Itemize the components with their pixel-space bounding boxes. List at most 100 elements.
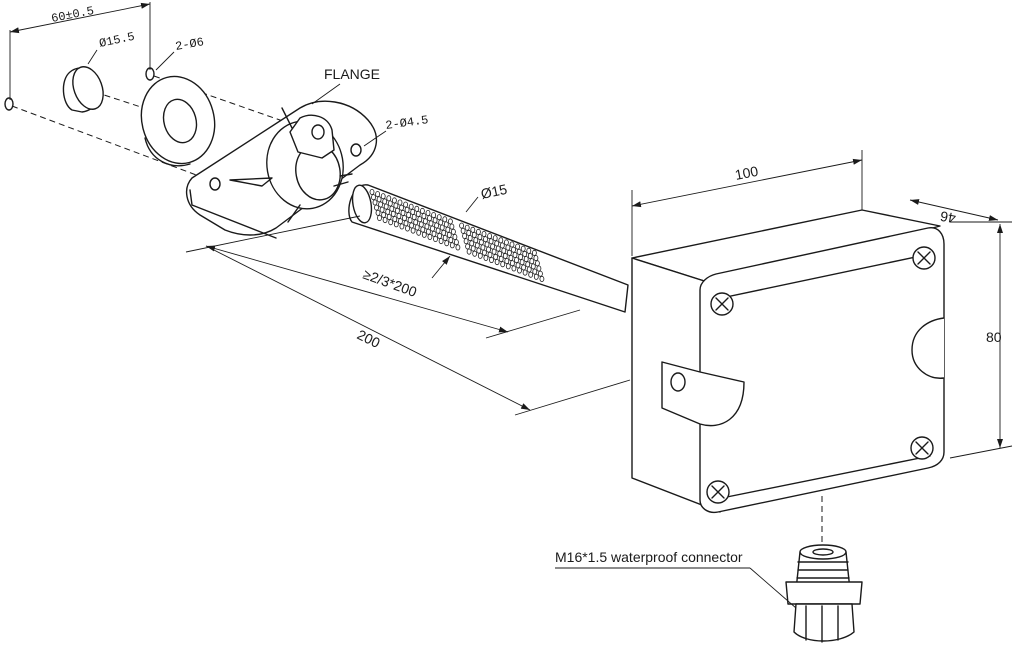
perforation-hole bbox=[410, 227, 416, 234]
mount-holes-small-callout: 2-Ø4.5 bbox=[363, 113, 430, 147]
perforation-hole bbox=[503, 239, 509, 246]
perforation-hole bbox=[428, 220, 434, 227]
perforation-hole bbox=[511, 246, 516, 253]
perforation-hole bbox=[522, 250, 528, 257]
perforation-hole bbox=[415, 210, 421, 217]
perforation-hole bbox=[374, 204, 379, 211]
perforation-hole bbox=[514, 257, 519, 264]
perforation-hole bbox=[533, 273, 539, 280]
perforation-hole bbox=[425, 209, 431, 216]
hole-marker-right bbox=[145, 67, 155, 81]
sensor-probe: Ø15 bbox=[348, 181, 629, 313]
perforation-hole bbox=[460, 227, 466, 234]
flange-spacing-label: 60±0.5 bbox=[50, 4, 95, 26]
perforation-hole bbox=[462, 232, 468, 239]
perforation-hole bbox=[481, 230, 487, 237]
perforation-hole bbox=[447, 218, 453, 225]
perforation-hole bbox=[439, 224, 445, 231]
perforation-hole bbox=[511, 265, 517, 272]
perforation-hole bbox=[410, 208, 416, 215]
perforation-hole bbox=[535, 260, 540, 267]
perforation-hole bbox=[405, 225, 410, 232]
perforation-hole bbox=[509, 241, 515, 248]
perforation-hole bbox=[517, 267, 522, 274]
perforation-hole bbox=[453, 239, 459, 246]
perforation-hole bbox=[473, 237, 479, 244]
perforation-hole bbox=[393, 221, 399, 228]
perforation-hole bbox=[382, 217, 388, 224]
perforation-hole bbox=[459, 222, 465, 229]
perforation-hole bbox=[516, 248, 522, 255]
probe-length-label: 200 bbox=[355, 326, 383, 351]
perforation-hole bbox=[438, 238, 444, 245]
perforation-hole bbox=[536, 265, 542, 272]
perforation-hole bbox=[403, 220, 409, 227]
insertion-depth-label: ≥2/3*200 bbox=[361, 266, 419, 300]
perforation-hole bbox=[399, 204, 404, 211]
box-depth-label: 46 bbox=[939, 208, 957, 226]
perforation-hole bbox=[372, 199, 378, 206]
perforation-hole bbox=[523, 256, 529, 263]
perforation-hole bbox=[404, 206, 410, 213]
perforation-hole bbox=[411, 214, 417, 221]
perforation-hole bbox=[397, 218, 403, 225]
perforation-hole bbox=[417, 216, 423, 223]
perforation-hole bbox=[522, 269, 528, 276]
perforation-hole bbox=[416, 229, 422, 236]
perforation-hole bbox=[381, 211, 387, 218]
perforation-hole bbox=[377, 214, 382, 221]
perforation-hole bbox=[386, 213, 392, 220]
perforation-hole bbox=[529, 258, 535, 265]
perforation-hole bbox=[413, 219, 419, 226]
perforation-hole bbox=[525, 261, 531, 268]
mount-holes-large-label: 2-Ø6 bbox=[174, 35, 205, 54]
perforation-hole bbox=[515, 262, 521, 269]
perforation-hole bbox=[424, 223, 430, 230]
end-cap: Ø15.5 bbox=[62, 30, 136, 113]
perforation-hole bbox=[418, 221, 424, 228]
perforation-hole bbox=[515, 243, 520, 250]
perforation-hole bbox=[427, 233, 433, 240]
perforation-hole bbox=[389, 205, 395, 212]
perforation-hole bbox=[387, 200, 393, 207]
perforation-hole bbox=[391, 197, 397, 204]
gasket-ring bbox=[140, 75, 216, 167]
perforation-hole bbox=[532, 249, 537, 256]
perforation-hole bbox=[376, 196, 382, 203]
perforation-hole bbox=[378, 201, 384, 208]
perforation-hole bbox=[400, 209, 406, 216]
perforation-hole bbox=[409, 222, 415, 229]
perforation-hole bbox=[379, 206, 385, 213]
perforation-hole bbox=[526, 266, 532, 273]
perforation-hole bbox=[399, 223, 405, 230]
perforation-hole bbox=[539, 275, 545, 282]
probe-diameter-label: Ø15 bbox=[479, 181, 508, 202]
perforation-hole bbox=[407, 217, 413, 224]
perforation-hole bbox=[442, 216, 448, 223]
perforation-hole bbox=[487, 233, 493, 240]
perforation-hole bbox=[437, 232, 443, 239]
perforation-hole bbox=[519, 259, 525, 266]
flange-assembly: FLANGE bbox=[185, 66, 380, 239]
perforation-hole bbox=[449, 223, 455, 230]
mount-holes-large-callout: 2-Ø6 bbox=[155, 35, 205, 71]
mount-holes-small-label: 2-Ø4.5 bbox=[385, 113, 430, 133]
perforation-hole bbox=[434, 222, 440, 229]
perforation-hole bbox=[421, 231, 427, 238]
perforation-hole bbox=[446, 231, 452, 238]
perforation-hole bbox=[492, 235, 498, 242]
perforation-hole bbox=[420, 226, 426, 233]
perforation-hole bbox=[436, 214, 442, 221]
perforation-hole bbox=[422, 218, 428, 225]
perforation-hole bbox=[396, 212, 402, 219]
perforation-hole bbox=[380, 193, 386, 200]
perforation-hole bbox=[488, 238, 494, 245]
perforation-hole bbox=[383, 203, 389, 210]
perforation-hole bbox=[390, 210, 396, 217]
perforation-hole bbox=[435, 227, 441, 234]
perforation-hole bbox=[463, 238, 469, 245]
perforation-hole bbox=[512, 251, 518, 258]
perforation-hole bbox=[443, 221, 449, 228]
